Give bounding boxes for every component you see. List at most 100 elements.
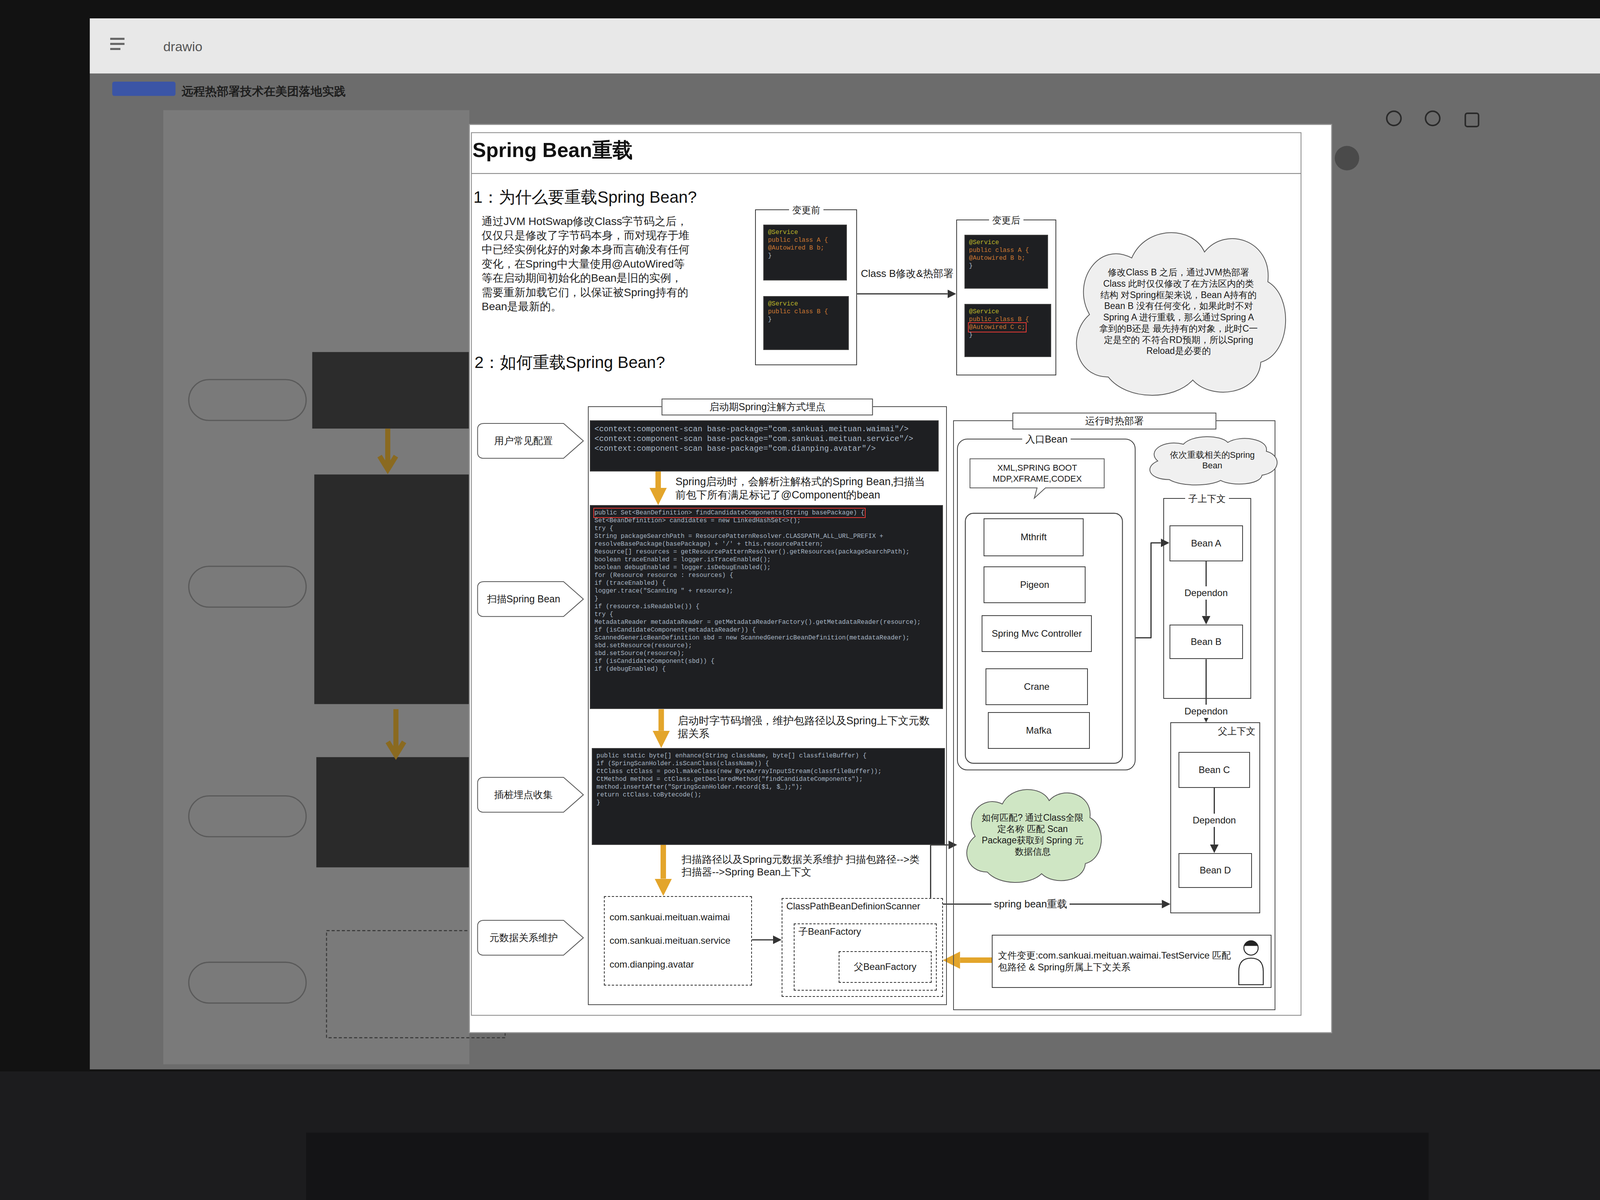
- factory-box: 父BeanFactory: [838, 951, 932, 983]
- code-line: public static byte[] enhance(String clas…: [596, 751, 867, 760]
- scan-code: public Set<BeanDefinition> findCandidate…: [589, 505, 943, 709]
- code-line: <context:component-scan base-package="co…: [594, 443, 876, 454]
- section-heading: 2：如何重载Spring Bean?: [474, 351, 666, 374]
- menu-line: [110, 42, 125, 45]
- flow-arrow: [660, 844, 667, 879]
- note-cloud: 依次重载相关的Spring Bean: [1140, 433, 1284, 487]
- enhance-code: public static byte[] enhance(String clas…: [591, 748, 945, 845]
- entry-bean-box: Spring Mvc Controller: [981, 615, 1092, 652]
- node-text: com.dianping.avatar: [609, 958, 694, 971]
- person-head: [1243, 940, 1259, 956]
- code-line: MetadataReader metadataReader = getMetad…: [594, 618, 921, 627]
- diagram-title: Spring Bean重载: [472, 136, 633, 165]
- file-change-box: 文件变更:com.sankuai.meituan.waimai.TestServ…: [991, 934, 1272, 988]
- step-tag: 插桩埋点收集: [475, 775, 586, 815]
- avatar: [1334, 146, 1360, 171]
- code-line: sbd.setSource(resource);: [594, 649, 685, 658]
- edge-label: Dependon: [1182, 704, 1231, 718]
- entry-bean-box: Mafka: [987, 712, 1090, 749]
- frame-heading: 启动期Spring注解方式埋点: [661, 398, 874, 416]
- code-line: logger.trace("Scanning " + resource);: [594, 587, 734, 595]
- tag-shape: [477, 920, 584, 956]
- cloud-outline: [1061, 222, 1297, 401]
- connector: [930, 844, 949, 899]
- bean-box: Bean B: [1169, 624, 1243, 660]
- zoom-icon: [1425, 111, 1440, 126]
- factory-box: 子BeanFactory 父BeanFactory: [793, 923, 937, 991]
- code-line: return ctClass.toBytecode();: [596, 791, 702, 799]
- package-box: com.sankuai.meituan.waimaicom.sankuai.me…: [603, 896, 752, 986]
- code-line: public class A {: [969, 246, 1030, 255]
- edge-label: Class B修改&热部署: [856, 267, 959, 281]
- tag-shape: [477, 777, 584, 813]
- code-line: }: [594, 594, 599, 603]
- code-snippet: @Servicepublic class B {@Autowired C c;}: [964, 303, 1052, 358]
- edge-label: Dependon: [1190, 813, 1239, 827]
- frame-heading: 子上下文: [1185, 492, 1229, 505]
- step-tag: 用户常见配置: [475, 421, 586, 461]
- code-line: @Autowired B b;: [767, 244, 825, 252]
- node-text: com.sankuai.meituan.service: [609, 934, 731, 947]
- node-text: Mthrift: [1020, 531, 1047, 543]
- code-line: <context:component-scan base-package="co…: [594, 424, 909, 434]
- bubble-shape: [970, 458, 1105, 499]
- cloud-outline: [957, 783, 1109, 886]
- code-snippet: @Servicepublic class A {@Autowired B b;}: [964, 234, 1049, 289]
- bean-box: Bean A: [1169, 525, 1243, 561]
- flow-arrow: [655, 471, 661, 488]
- connector: [857, 293, 948, 295]
- zoom-icon: [1386, 111, 1402, 126]
- code-line: if (traceEnabled) {: [594, 579, 666, 588]
- edge-label: 启动时字节码增强，维护包路径以及Spring上下文元数据关系: [677, 714, 938, 742]
- code-line: for (Resource resource : resources) {: [594, 571, 734, 580]
- document-title: 远程热部署技术在美团落地实践: [181, 83, 346, 99]
- frame-heading: 子BeanFactory: [798, 925, 861, 938]
- person-hair: [1243, 941, 1259, 947]
- rotate-icon: [1465, 113, 1479, 127]
- code-line: CtClass ctClass = pool.makeClass(new Byt…: [596, 767, 882, 776]
- diagram-panel: [469, 124, 1332, 1033]
- code-line: CtMethod method = ctClass.getDeclaredMet…: [596, 775, 863, 784]
- code-line: @Service: [969, 307, 1000, 316]
- blurred-code: [312, 351, 470, 429]
- blurred-tag: [188, 566, 306, 608]
- edge-label: Spring启动时，会解析注解格式的Spring Bean,扫描当前包下所有满足…: [675, 475, 936, 502]
- code-line: }: [596, 798, 601, 807]
- node-text: Crane: [1023, 680, 1050, 693]
- menu-line: [110, 37, 125, 40]
- connector: [751, 939, 774, 941]
- code-line: }: [767, 251, 772, 260]
- edge-label: Dependon: [1182, 586, 1231, 600]
- node-text: 父BeanFactory: [853, 960, 917, 973]
- code-line: sbd.setResource(resource);: [594, 641, 693, 650]
- step-tag: 元数据关系维护: [475, 918, 586, 958]
- section-heading: 1：为什么要重载Spring Bean?: [473, 186, 697, 209]
- code-line: public Set<BeanDefinition> findCandidate…: [594, 508, 865, 517]
- entry-group-outline: [965, 513, 1123, 764]
- code-line: @Autowired C c;: [969, 323, 1026, 332]
- cloud-shape: [966, 789, 1102, 883]
- code-line: }: [767, 315, 772, 324]
- node-text: Bean B: [1190, 635, 1222, 648]
- code-line: @Service: [767, 228, 799, 237]
- code-line: <context:component-scan base-package="co…: [594, 433, 914, 444]
- entry-bean-group: 入口BeanXML,SPRING BOOT MDP,XFRAME,CODEXMt…: [957, 438, 1136, 771]
- entry-bean-box: Crane: [985, 668, 1088, 706]
- app-bar: [89, 18, 1600, 74]
- edge-label: 扫描路径以及Spring元数据关系维护 扫描包路径-->类扫描器-->Sprin…: [681, 853, 927, 879]
- callout-bubble: XML,SPRING BOOT MDP,XFRAME,CODEX: [967, 457, 1108, 500]
- code-line: }: [969, 262, 974, 270]
- doc-badge: [112, 81, 176, 97]
- cloud-outline: [1140, 433, 1284, 487]
- blurred-arrow: [387, 709, 405, 756]
- node-text: 文件变更:com.sankuai.meituan.waimai.TestServ…: [998, 949, 1232, 974]
- code-line: resolveBasePackage(basePackage) + '/' + …: [594, 540, 824, 549]
- blurred-arrow: [379, 428, 397, 470]
- person-icon: [1238, 940, 1264, 985]
- connector: [1135, 542, 1161, 638]
- code-line: String packageSearchPath = ResourcePatte…: [594, 532, 884, 541]
- code-line: Resource[] resources = getResourcePatter…: [594, 548, 910, 556]
- step-tag: 扫描Spring Bean: [475, 579, 586, 619]
